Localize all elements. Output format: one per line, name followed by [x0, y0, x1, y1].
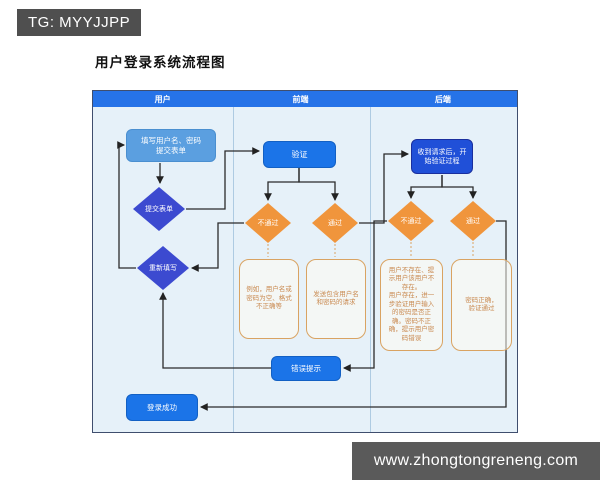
lane-title-user: 用户 [154, 94, 171, 104]
node-submit-form-decision: 提交表单 [133, 187, 185, 231]
note-frontend-fail: 例如，用户名或 密码为空、格式 不正确等 [239, 259, 299, 339]
node-login-success: 登录成功 [126, 394, 198, 421]
node-verify: 验证 [263, 141, 336, 168]
node-label: 不通过 [257, 220, 279, 227]
note-frontend-pass: 发送包含用户名 和密码的请求 [306, 259, 366, 339]
page-title: 用户登录系统流程图 [95, 55, 226, 70]
note-backend-pass: 密码正确， 验证通过 [451, 259, 512, 351]
node-refill-decision: 重新填写 [137, 246, 189, 290]
node-backend-fail-decision: 不通过 [388, 201, 434, 241]
watermark-text: www.zhongtongreneng.com [373, 452, 579, 469]
node-label: 通过 [328, 220, 342, 227]
lane-header-bar: 用户 前端 后端 [93, 91, 517, 107]
node-backend-pass-decision: 通过 [450, 201, 496, 241]
tg-badge: TG: MYYJJPP [17, 9, 142, 36]
lane-divider [370, 107, 371, 432]
node-label: 不通过 [400, 218, 422, 225]
node-frontend-pass-decision: 通过 [312, 203, 358, 243]
node-frontend-fail-decision: 不通过 [245, 203, 291, 243]
node-error-tip: 错误提示 [271, 356, 341, 381]
note-backend-fail: 用户不存在、提 示用户该用户不 存在。 用户存在，进一 步验证用户输入 的密码是… [380, 259, 443, 351]
tg-badge-text: TG: MYYJJPP [28, 14, 131, 31]
node-label: 重新填写 [149, 265, 177, 272]
node-label: 通过 [466, 218, 480, 225]
lane-divider [233, 107, 234, 432]
watermark-bar: www.zhongtongreneng.com [352, 442, 600, 480]
lane-title-backend: 后端 [434, 94, 451, 104]
lane-title-frontend: 前端 [292, 94, 309, 104]
node-label: 提交表单 [145, 206, 173, 213]
node-backend-receive: 收到请求后，开 始验证过程 [411, 139, 473, 174]
flowchart: 用户 前端 后端 [92, 90, 518, 433]
node-fill-form: 填写用户名、密码 提交表单 [126, 129, 216, 162]
